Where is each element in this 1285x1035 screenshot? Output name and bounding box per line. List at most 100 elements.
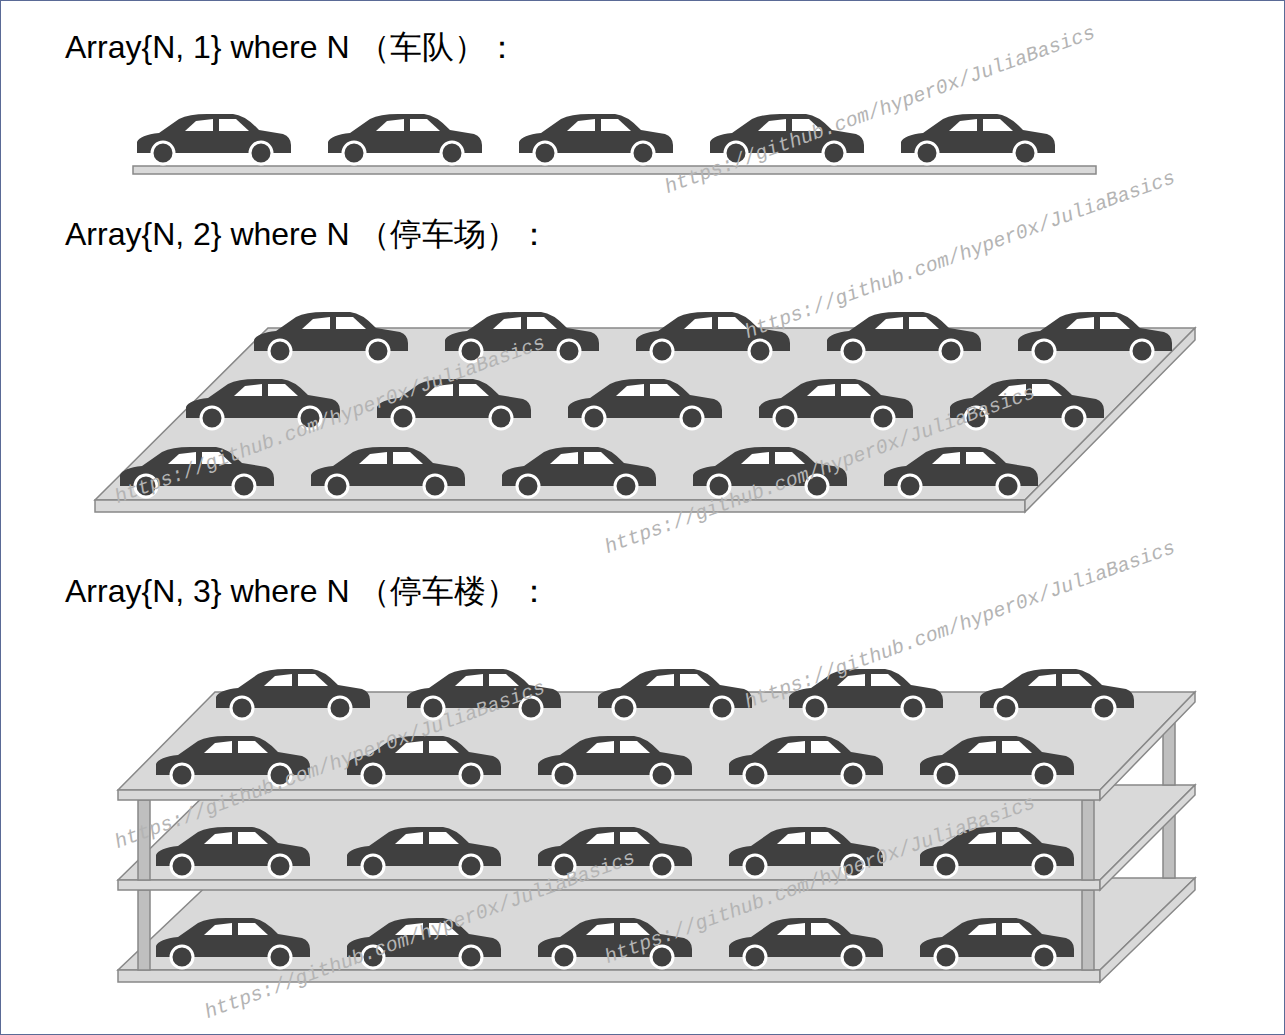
car-wheel xyxy=(517,475,539,497)
car-wheel xyxy=(367,340,389,362)
pillar xyxy=(1082,890,1094,970)
car-wheel xyxy=(615,475,637,497)
queue-illustration xyxy=(133,114,1096,174)
car-wheel xyxy=(441,142,463,164)
car-window xyxy=(777,832,805,844)
slab-top xyxy=(118,878,1195,970)
car-icon xyxy=(980,669,1134,719)
car-window xyxy=(758,119,786,131)
car-icon xyxy=(502,447,656,497)
car-window xyxy=(777,741,805,753)
car-window xyxy=(932,452,960,464)
car-wheel xyxy=(804,697,826,719)
car-window xyxy=(219,119,249,131)
slab-front xyxy=(118,880,1100,890)
section-heading: Array{N, 2} where N （停车场）： xyxy=(65,215,550,253)
car-window xyxy=(968,741,996,753)
car-window xyxy=(1002,832,1032,844)
car-wheel xyxy=(749,340,771,362)
car-wheel xyxy=(534,142,556,164)
car-wheel xyxy=(460,855,482,877)
car-icon xyxy=(254,312,408,362)
car-wheel xyxy=(171,764,193,786)
slab-top xyxy=(95,328,1195,500)
car-wheel xyxy=(1033,946,1055,968)
car-wheel xyxy=(842,946,864,968)
car-window xyxy=(410,119,440,131)
car-wheel xyxy=(744,946,766,968)
car-icon xyxy=(328,114,482,164)
car-window xyxy=(376,119,404,131)
car-window xyxy=(620,832,650,844)
section-heading: Array{N, 3} where N （停车楼）： xyxy=(65,572,550,610)
car-wheel xyxy=(1063,407,1085,429)
road xyxy=(133,166,1096,174)
car-wheel xyxy=(269,855,291,877)
slab-side xyxy=(1025,328,1195,512)
slab xyxy=(95,328,1195,512)
car-window xyxy=(875,317,903,329)
car-icon xyxy=(137,114,291,164)
car-wheel xyxy=(269,946,291,968)
car-wheel xyxy=(899,475,921,497)
building-illustration xyxy=(118,669,1195,982)
car-window xyxy=(650,384,680,396)
car-window xyxy=(811,923,841,935)
car-window xyxy=(968,923,996,935)
car-window xyxy=(234,384,262,396)
car-icon xyxy=(1018,312,1172,362)
car-wheel xyxy=(1131,340,1153,362)
car-wheel xyxy=(744,764,766,786)
car-wheel xyxy=(329,697,351,719)
car-wheel xyxy=(872,407,894,429)
car-window xyxy=(459,384,489,396)
car-window xyxy=(264,674,292,686)
car-window xyxy=(983,119,1013,131)
car-window xyxy=(550,452,578,464)
car-wheel xyxy=(1033,764,1055,786)
car-window xyxy=(841,384,871,396)
car-window xyxy=(204,923,232,935)
car-window xyxy=(238,923,268,935)
car-wheel xyxy=(651,340,673,362)
car-wheel xyxy=(171,946,193,968)
car-icon xyxy=(920,736,1074,786)
car-icon xyxy=(156,918,310,968)
car-wheel xyxy=(269,340,291,362)
car-window xyxy=(298,674,328,686)
car-icon xyxy=(901,114,1055,164)
car-window xyxy=(1028,674,1056,686)
car-window xyxy=(601,119,631,131)
car-icon xyxy=(884,447,1038,497)
slab-side xyxy=(1100,785,1195,890)
car-window xyxy=(646,674,674,686)
car-window xyxy=(429,832,459,844)
car-window xyxy=(1032,384,1062,396)
car-window xyxy=(949,119,977,131)
car-icon xyxy=(519,114,673,164)
car-wheel xyxy=(583,407,605,429)
car-wheel xyxy=(842,764,864,786)
car-icon xyxy=(156,827,310,877)
car-icon xyxy=(311,447,465,497)
car-window xyxy=(616,384,644,396)
car-window xyxy=(567,119,595,131)
car-window xyxy=(586,832,614,844)
car-icon xyxy=(347,827,501,877)
car-window xyxy=(777,923,805,935)
car-window xyxy=(455,674,483,686)
car-window xyxy=(811,741,841,753)
car-wheel xyxy=(774,407,796,429)
car-wheel xyxy=(233,475,255,497)
car-wheel xyxy=(558,340,580,362)
car-icon xyxy=(216,669,370,719)
car-wheel xyxy=(935,855,957,877)
car-wheel xyxy=(392,407,414,429)
lot-illustration xyxy=(95,312,1195,512)
car-window xyxy=(429,741,459,753)
car-icon xyxy=(920,918,1074,968)
car-wheel xyxy=(995,697,1017,719)
car-wheel xyxy=(711,697,733,719)
car-window xyxy=(871,674,901,686)
